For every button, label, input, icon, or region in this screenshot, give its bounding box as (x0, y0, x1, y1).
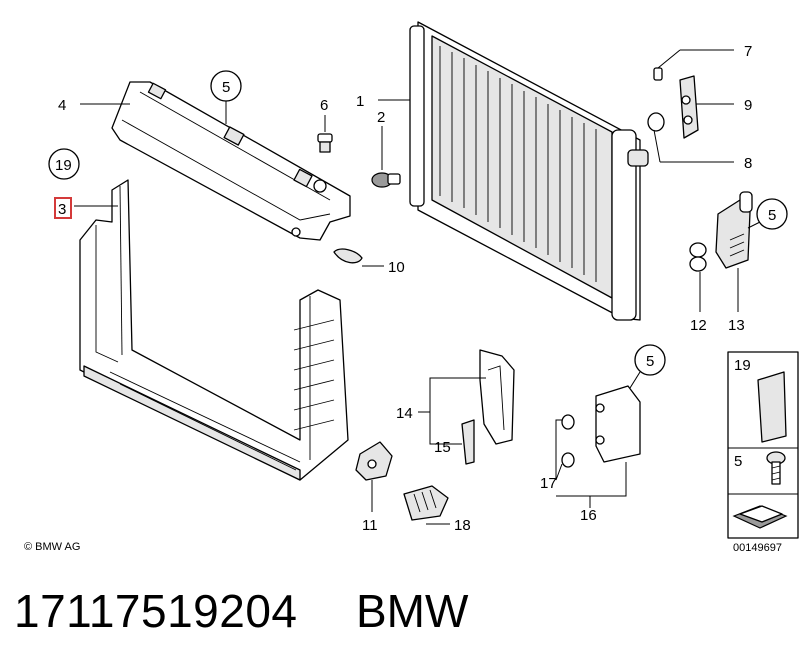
callout-14: 14 (396, 405, 413, 422)
callout-5-circle-upper (210, 70, 242, 102)
legend-clip-19 (757, 371, 787, 443)
copyright-label: © BMW AG (24, 541, 81, 553)
upper-carrier[interactable] (111, 81, 351, 241)
callout-18: 18 (454, 517, 471, 534)
bracket-9[interactable] (679, 75, 699, 139)
legend-item-19: 19 (734, 357, 751, 374)
callout-6: 6 (320, 97, 328, 114)
callout-13: 13 (728, 317, 745, 334)
bracket-15[interactable] (461, 419, 475, 465)
callout-5-upper: 5 (222, 79, 230, 96)
callout-15: 15 (434, 439, 451, 456)
legend-screw-5 (766, 451, 786, 485)
front-frame[interactable] (79, 179, 349, 481)
callout-19: 19 (55, 157, 72, 174)
callout-5-circle-tank (634, 344, 666, 376)
callout-4: 4 (58, 97, 66, 114)
diagram-number: 00149697 (733, 542, 782, 554)
callout-19-circle (48, 148, 80, 180)
bolt-6[interactable] (317, 133, 333, 153)
callout-2: 2 (377, 109, 385, 126)
guide-18[interactable] (403, 485, 449, 521)
rubber-mount-2[interactable] (371, 172, 401, 188)
radiator[interactable] (409, 21, 649, 321)
callout-3-highlight (54, 197, 72, 219)
drain-valve-13[interactable] (715, 191, 753, 269)
callout-11: 11 (362, 517, 378, 534)
callout-1: 1 (356, 93, 364, 110)
callout-17: 17 (540, 475, 557, 492)
bracket-11[interactable] (355, 441, 393, 481)
callout-5-drain: 5 (768, 207, 776, 224)
clip-7[interactable] (653, 67, 663, 81)
legend-item-5: 5 (734, 453, 742, 470)
callout-7: 7 (744, 43, 752, 60)
part-number: 17117519204 (14, 585, 298, 637)
leader-lines (74, 49, 761, 525)
clip-10[interactable] (333, 248, 363, 264)
callout-5-circle-drain (756, 198, 788, 230)
brand-label: BMW (356, 585, 469, 637)
callout-12: 12 (690, 317, 707, 334)
bracket-14[interactable] (479, 349, 515, 445)
callout-9: 9 (744, 97, 752, 114)
callout-3: 3 (58, 201, 66, 218)
callout-5-tank: 5 (646, 353, 654, 370)
callout-16: 16 (580, 507, 597, 524)
legend-arrow-icon (732, 505, 788, 529)
legend-panel: 19 5 (727, 351, 799, 539)
o-rings-12[interactable] (689, 242, 707, 272)
callout-10: 10 (388, 259, 405, 276)
cap-8[interactable] (647, 112, 665, 132)
expansion-tank-16[interactable] (561, 385, 641, 468)
callout-8: 8 (744, 155, 752, 172)
